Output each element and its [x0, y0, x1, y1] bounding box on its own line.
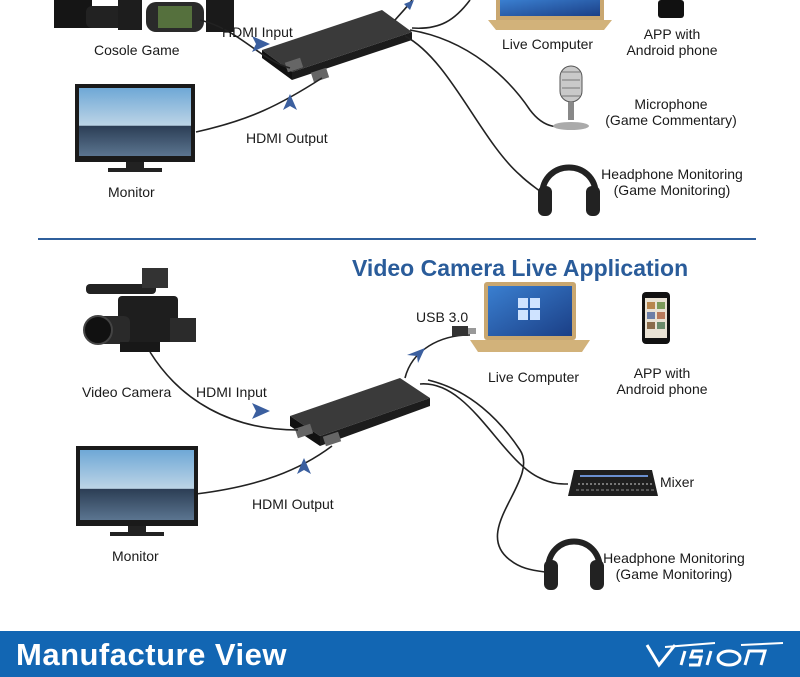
- phone-2: [642, 292, 670, 344]
- app-label-2: APP with Android phone: [610, 365, 714, 397]
- headphone-label-1-line1: Headphone Monitoring: [601, 166, 743, 182]
- hdmi-input-label-1: HDMI Input: [222, 24, 293, 40]
- console-game-label: Cosole Game: [94, 42, 180, 58]
- headphone-label-1: Headphone Monitoring (Game Monitoring): [594, 166, 750, 198]
- video-camera: [83, 268, 196, 352]
- app-label-1-line1: APP with: [643, 26, 701, 42]
- arrows-section-2: [252, 348, 425, 474]
- monitor-label-2: Monitor: [112, 548, 159, 564]
- capture-card-1: [262, 10, 412, 83]
- hdmi-input-label-2: HDMI Input: [196, 384, 267, 400]
- headphones-1: [538, 164, 600, 216]
- phone-1: [658, 0, 684, 18]
- laptop-2: [470, 282, 590, 352]
- headphone-label-2-line1: Headphone Monitoring: [603, 550, 745, 566]
- arrows-section-1: [252, 0, 414, 110]
- banner-text: Manufacture View: [16, 637, 288, 672]
- usb-plug: [452, 326, 476, 336]
- app-label-1-line2: Android phone: [626, 42, 718, 58]
- mixer-label: Mixer: [660, 474, 695, 490]
- section-title: Video Camera Live Application: [352, 255, 689, 281]
- live-computer-label-2: Live Computer: [488, 369, 580, 385]
- console-devices: [54, 0, 234, 32]
- hdmi-output-label-1: HDMI Output: [246, 130, 328, 146]
- app-label-2-line1: APP with: [633, 365, 691, 381]
- microphone: [553, 65, 589, 130]
- headphone-label-2-line2: (Game Monitoring): [615, 566, 733, 582]
- usb-label: USB 3.0: [416, 309, 469, 325]
- capture-card-2: [290, 378, 430, 447]
- monitor-2: [76, 446, 198, 536]
- microphone-label-line1: Microphone: [634, 96, 708, 112]
- section-divider: [38, 238, 756, 240]
- vision-logo: [645, 642, 784, 668]
- video-camera-label: Video Camera: [82, 384, 172, 400]
- app-label-1: APP with Android phone: [620, 26, 724, 58]
- mixer: [568, 470, 658, 496]
- headphone-label-2: Headphone Monitoring (Game Monitoring): [596, 550, 752, 582]
- microphone-label-line2: (Game Commentary): [605, 112, 737, 128]
- footer-banner: Manufacture View: [0, 631, 800, 677]
- laptop-1: [488, 0, 612, 30]
- live-computer-label-1: Live Computer: [502, 36, 594, 52]
- headphone-label-1-line2: (Game Monitoring): [613, 182, 731, 198]
- hdmi-output-label-2: HDMI Output: [252, 496, 334, 512]
- app-label-2-line2: Android phone: [616, 381, 708, 397]
- monitor-1: [75, 84, 195, 172]
- headphones-2: [544, 538, 604, 590]
- monitor-label-1: Monitor: [108, 184, 155, 200]
- microphone-label: Microphone (Game Commentary): [596, 96, 746, 128]
